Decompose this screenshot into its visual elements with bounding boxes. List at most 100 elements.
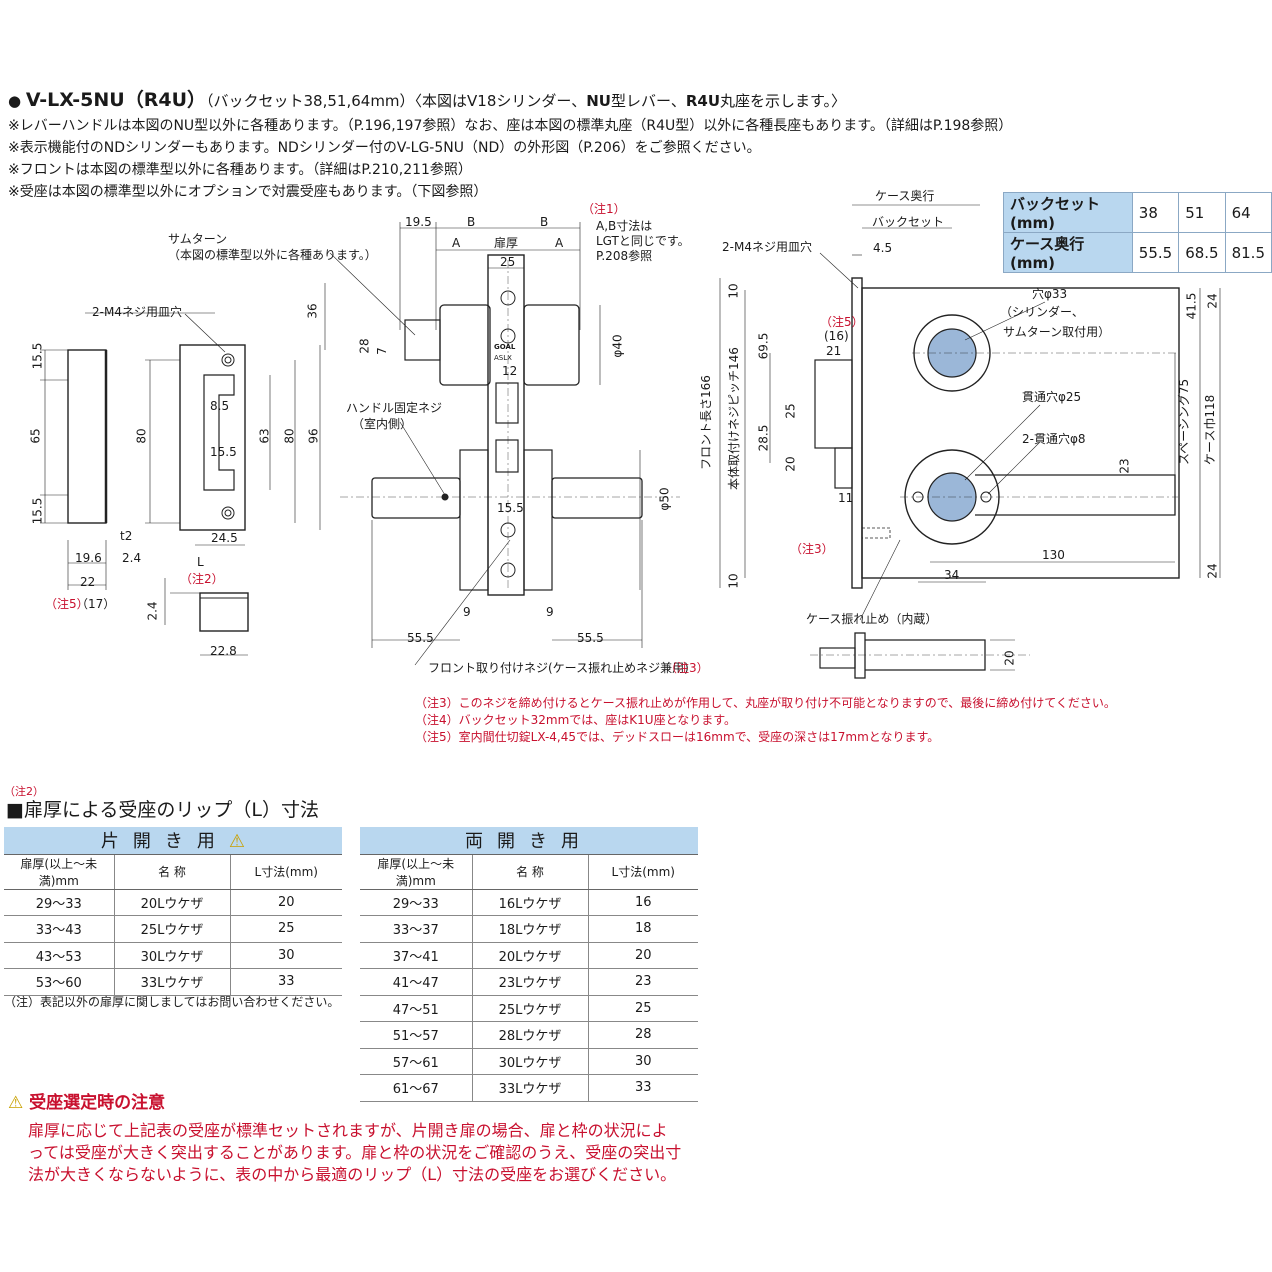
dim-label: 21 [826,344,842,358]
dim-label: 130 [1042,548,1065,562]
single-door-header: 片開き用⚠ [4,827,342,855]
note1-line: A,B寸法は [596,219,653,233]
note5-mark: （注5） [820,315,864,329]
case-width-label: ケース巾118 [1203,394,1217,465]
caution-title-text: 受座選定時の注意 [29,1093,166,1113]
warning-icon: ⚠ [228,831,246,853]
note-line: ※レバーハンドルは本図のNU型以外に各種あります。（P.196,197参照）なお… [8,118,1013,134]
page-title: ● V-LX-5NU（R4U）（バックセット38,51,64mm）〈本図はV18… [8,91,846,110]
note1-line: LGTと同じです。 [596,234,690,248]
bullet-icon: ● [8,92,22,110]
dim-label: 24.5 [211,531,238,545]
footnote-line: （注5）室内間仕切錠LX-4,45では、デッドスローは16mmで、受座の深さは1… [415,730,940,744]
table-row: 37〜41 20Lウケザ 20 [360,942,698,969]
thumbturn-label: サムターン [168,232,228,246]
caution-title: ⚠ 受座選定時の注意 [8,1095,165,1112]
table-cell: 51〜57 [360,1021,472,1049]
col-header: L寸法(mm) [229,854,342,890]
backset-value: 64 [1224,192,1272,233]
dim-label: 15.5 [30,342,45,370]
col-header: L寸法(mm) [587,854,698,890]
dim-label: 15.5 [30,497,45,525]
table-cell: 25 [587,995,698,1022]
goal-logo: GOAL [494,343,516,351]
table-row: 51〜57 28Lウケザ 28 [360,1021,698,1049]
dim-label: B [467,215,476,229]
table-row: 61〜67 33Lウケザ 33 [360,1074,698,1102]
case-depth-value: 81.5 [1224,232,1272,273]
dim-label: 8.5 [210,399,230,413]
figure-desc-b: 型レバー、 [610,92,686,110]
table-cell: 18 [587,915,698,943]
table-cell: 33Lウケザ [471,1074,588,1102]
front-screw-label: フロント取り付けネジ(ケース振れ止めネジ兼用) [428,661,689,675]
backset-value: 51 [1178,192,1226,233]
case-depth-value: 55.5 [1131,232,1180,273]
strike-front-view [85,312,321,546]
table-cell: 16Lウケザ [471,889,588,916]
table-cell: 20Lウケザ [113,889,230,916]
lock-front-view [719,204,1221,589]
table-cell: 29〜33 [360,889,472,916]
through25-label: 貫通穴φ25 [1022,390,1082,404]
figure-desc-c: 丸座を示します。〉 [720,92,847,110]
table-cell: 25 [229,915,342,943]
model-name: V-LX-5NU（R4U） [25,89,207,111]
dim-label: 25 [783,403,798,419]
table-cell: 33〜37 [360,915,472,943]
hole33-sub-label: サムターン取付用） [1003,325,1111,339]
table-cell: 30 [229,942,342,969]
footnote-line: （注4）バックセット32mmでは、座はK1U座となります。 [415,713,737,727]
backset-dim-label: バックセット [872,215,945,229]
dim-label: (16) [824,329,849,343]
dim-label: 20 [783,456,798,472]
table-row: 29〜33 16Lウケザ 16 [360,889,698,916]
dim-label: 23 [1117,458,1132,474]
double-door-table: 両開き用 扉厚(以上〜未満)mm 名 称 L寸法(mm) 29〜33 16Lウケ… [360,827,698,1102]
col-header: 扉厚(以上〜未満)mm [360,854,472,890]
caution-line: 法が大きくならないように、表の中から最適のリップ（L）寸法の受座をお選びください… [28,1165,677,1184]
spacing-label: スペーシング75 [1177,378,1191,465]
table-cell: 23Lウケザ [471,968,588,996]
table-cell: 47〜51 [360,995,472,1022]
backset-table: バックセット(mm) 38 51 64 ケース奥行(mm) 55.5 68.5 … [1003,192,1272,273]
table-cell: 37〜41 [360,942,472,969]
dim-label: 4.5 [873,241,893,255]
note-line: ※表示機能付のNDシリンダーもあります。NDシリンダー付のV-LG-5NU（ND… [8,140,761,156]
caution-line: 扉厚に応じて上記表の受座が標準セットされますが、片開き扉の場合、扉と枠の状況によ [28,1121,668,1140]
note2-mark: （注2） [180,572,224,586]
table-cell: 18Lウケザ [471,915,588,943]
m4-countersink-label: 2-M4ネジ用皿穴 [722,240,812,254]
dim-label: 80 [282,428,297,444]
dim-label: 36 [305,303,320,319]
backset-label: バックセット(mm) [1003,192,1133,233]
dim-label: B [540,215,549,229]
dim-label: 24 [1205,563,1220,579]
table-cell: 33Lウケザ [113,968,230,996]
table-cell: 20 [229,889,342,916]
single-door-table: 片開き用⚠ 扉厚(以上〜未満)mm 名 称 L寸法(mm) 29〜33 20Lウ… [4,827,342,996]
dim-label: 80 [134,428,149,444]
handle-screw-label: ハンドル固定ネジ [346,401,443,415]
table-cell: 23 [587,968,698,996]
section-title: ■扉厚による受座のリップ（L）寸法 [6,799,319,821]
table-cell: 29〜33 [4,889,114,916]
m4-countersink-label: 2-M4ネジ用皿穴 [92,305,182,319]
dim-label: 20 [1002,650,1017,666]
dim-label: 65 [28,428,43,444]
table-cell: 53〜60 [4,968,114,996]
note3-mark: （注3） [790,542,834,556]
dim-label: 96 [306,428,321,444]
dim-label: 19.6 [75,551,102,565]
table-cell: 20 [587,942,698,969]
thumbturn-sub-label: （本図の標準型以外に各種あります。） [168,248,377,262]
lock-side-view [324,222,680,648]
table-cell: 28 [587,1021,698,1049]
dim-label: A [452,236,461,250]
front-screw-note: （注3） [665,661,709,675]
warning-icon: ⚠ [8,1093,24,1113]
dim-label: A [555,236,564,250]
col-header: 名 称 [113,854,230,890]
dim-label: 69.5 [756,332,771,360]
col-header: 扉厚(以上〜未満)mm [4,854,114,890]
